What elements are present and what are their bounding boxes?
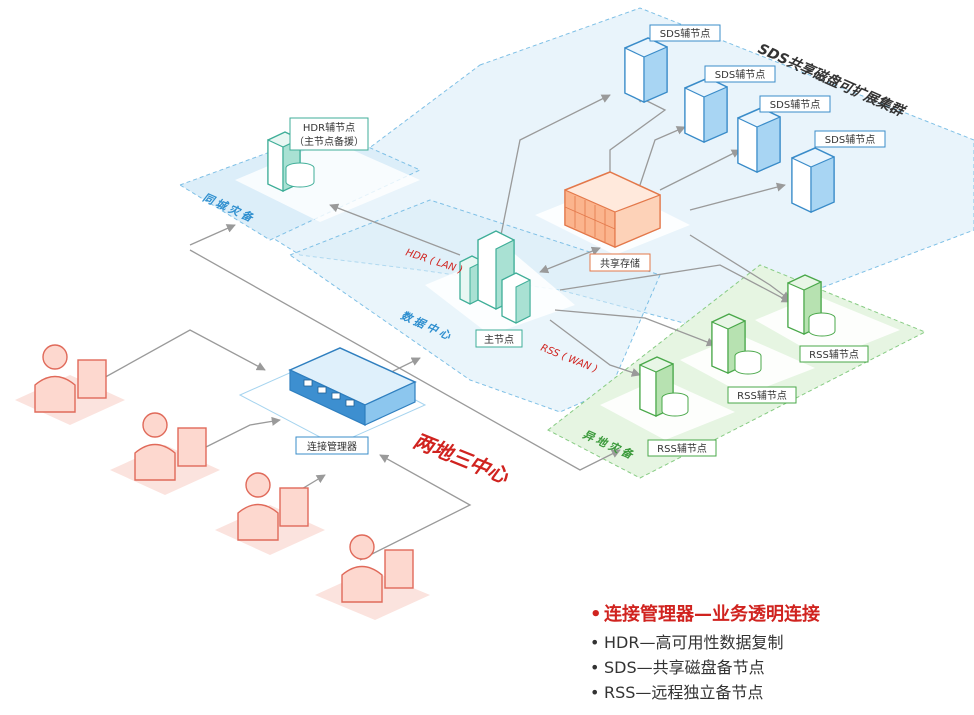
shared-storage-label: 共享存储	[600, 257, 640, 270]
link-storage-primary	[539, 246, 601, 274]
sds-node-label-3: SDS辅节点	[770, 98, 820, 111]
sds-node-label-1: SDS辅节点	[660, 27, 710, 40]
link-storage-sds2	[639, 126, 686, 186]
bullet-icon: •	[590, 633, 600, 652]
link-primary-rss3	[559, 264, 791, 303]
primary-servers	[459, 230, 531, 324]
link-storage-sds4	[689, 182, 786, 211]
rss-node-label-1: RSS辅节点	[657, 442, 707, 455]
hdr-node-sublabel: （主节点备援）	[294, 135, 364, 148]
connection-manager-label: 连接管理器	[307, 440, 357, 453]
sds-server-2	[684, 77, 728, 143]
shared-storage-device	[564, 171, 661, 248]
rss-node-label-3: RSS辅节点	[809, 348, 859, 361]
legend-item-connection-manager: •连接管理器—业务透明连接	[590, 600, 970, 630]
legend-text: 连接管理器—业务透明连接	[604, 604, 820, 625]
link-user2-cm	[199, 416, 281, 451]
sds-server-4	[791, 147, 835, 213]
user-2	[110, 412, 220, 495]
legend: •连接管理器—业务透明连接 •HDR—高可用性数据复制 •SDS—共享磁盘备节点…	[590, 600, 970, 705]
user-1	[15, 344, 125, 425]
sds-node-label-2: SDS辅节点	[715, 68, 765, 81]
legend-item-hdr: •HDR—高可用性数据复制	[590, 630, 970, 655]
primary-node-label: 主节点	[484, 334, 514, 346]
legend-item-sds: •SDS—共享磁盘备节点	[590, 655, 970, 680]
headline: 两地三中心	[410, 428, 513, 488]
legend-text: RSS—远程独立备节点	[604, 683, 764, 702]
link-user1-cm	[99, 329, 266, 381]
sds-server-3	[737, 107, 781, 173]
link-storage-sds3	[659, 149, 741, 191]
rss-server-2	[711, 313, 762, 375]
hdr-plate	[235, 140, 420, 222]
link-storage-sds1	[609, 94, 667, 190]
link-primary-rss1	[549, 319, 641, 377]
link-cm-samecity	[189, 224, 236, 246]
connection-manager-device	[288, 347, 417, 426]
legend-text: HDR—高可用性数据复制	[604, 633, 784, 652]
link-user4-cm	[359, 454, 472, 561]
connectors	[99, 94, 791, 561]
bullet-icon: •	[590, 683, 600, 702]
legend-item-rss: •RSS—远程独立备节点	[590, 680, 970, 705]
link-samecity-remote	[189, 249, 621, 471]
bullet-icon: •	[590, 604, 602, 625]
rss-server-3	[787, 274, 836, 337]
link-primary-rss2	[554, 309, 716, 347]
link-primary-hdr	[329, 203, 461, 256]
link-primary-sds1	[499, 94, 611, 241]
bullet-icon: •	[590, 658, 600, 677]
user-3	[215, 472, 325, 555]
sds-server-1	[624, 37, 668, 103]
legend-text: SDS—共享磁盘备节点	[604, 658, 765, 677]
hdr-node-label: HDR辅节点	[303, 121, 355, 134]
rss-node-label-2: RSS辅节点	[737, 389, 787, 402]
rss-server-1	[639, 356, 689, 417]
sds-node-label-4: SDS辅节点	[825, 133, 875, 146]
user-4	[315, 534, 430, 620]
